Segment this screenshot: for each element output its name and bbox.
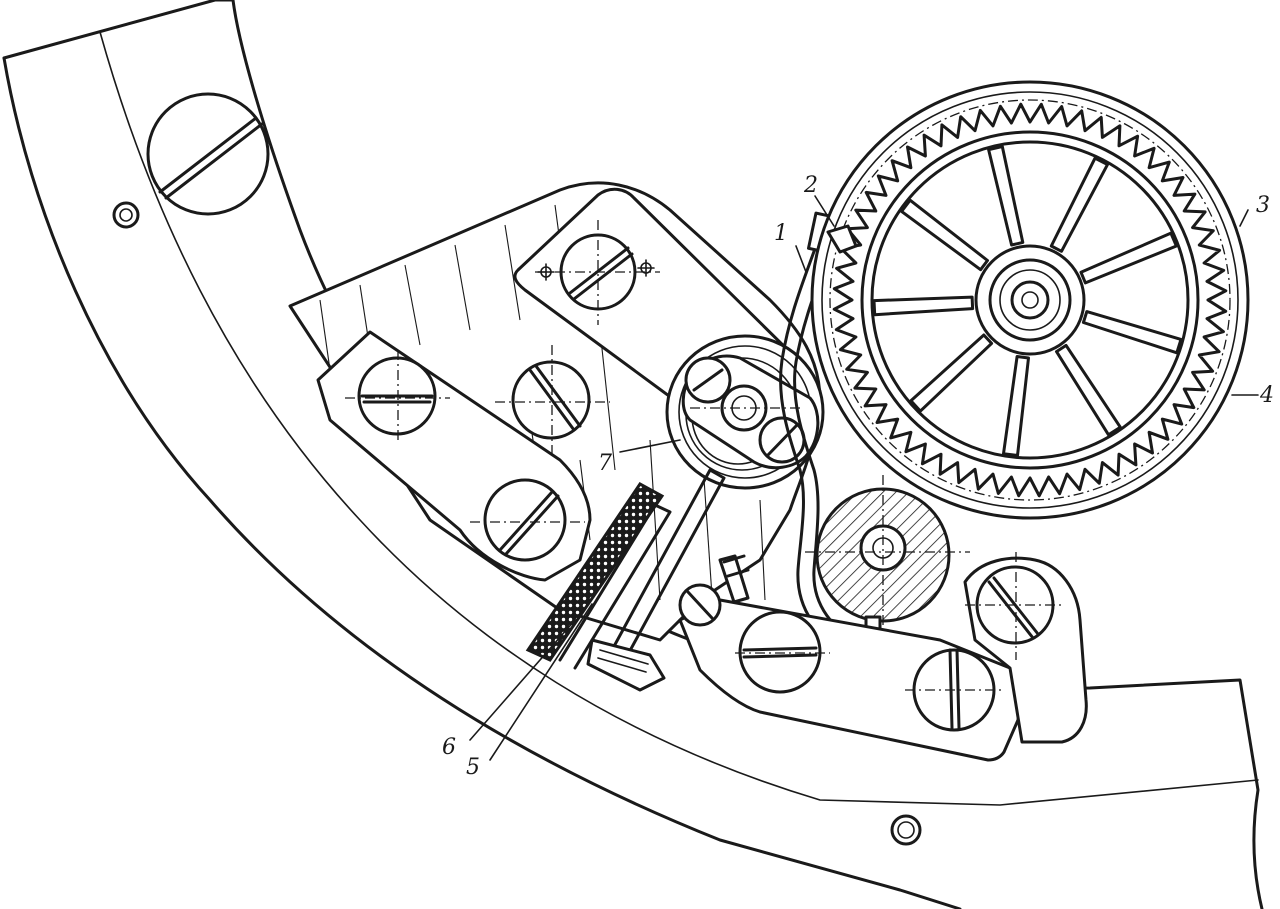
toothed-wheel [810,80,1250,520]
label-2: 2 [803,173,818,198]
leader-lines [469,195,1259,761]
part-labels: 1 2 3 4 5 6 7 [442,173,1274,780]
wheel-spoke [872,295,975,317]
wheel-spoke [909,333,994,413]
frame-screw [146,92,270,216]
wheel-spoke [1081,310,1183,355]
left-bracket [316,330,592,582]
pawl-2 [826,224,858,254]
leader-6 [469,619,576,741]
right-screw-block [963,552,1088,744]
wheel-spoke [900,198,989,272]
wheel-spoke [1079,231,1178,285]
center-screw [495,345,610,455]
spring-strip-1 [779,211,864,652]
leader-1 [795,245,807,273]
wheel-teeth [832,102,1228,498]
hub-assembly-7 [665,334,825,490]
wheel-spoke [1049,156,1109,253]
label-1: 1 [774,221,788,246]
label-4: 4 [1259,383,1274,408]
leader-2 [814,195,835,227]
label-6: 6 [442,735,456,760]
label-7: 7 [598,451,612,476]
label-3: 3 [1256,193,1270,218]
wheel-spoke [987,145,1025,247]
hatched-pinion [805,475,970,635]
wheel-spokes [872,145,1183,457]
leader-3 [1239,209,1249,227]
label-5: 5 [466,755,480,780]
wheel-spoke [1002,355,1030,457]
leader-7 [619,439,681,453]
wheel-spoke [1055,343,1122,437]
adjusting-rod [558,468,750,692]
leader-5 [489,603,593,761]
